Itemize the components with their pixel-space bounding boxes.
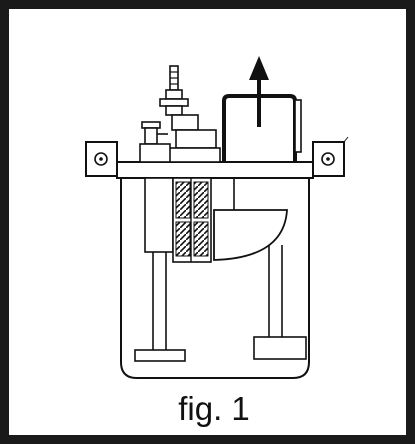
- left-tube-foot: [134, 349, 186, 362]
- hose-barb-fitting: [159, 65, 221, 163]
- filter-cartridge: [172, 177, 212, 263]
- container-body: [120, 178, 310, 379]
- right-rod-foot: [253, 336, 307, 360]
- left-mounting-hole-icon: [94, 152, 108, 166]
- left-tube: [134, 177, 186, 362]
- right-rod: [253, 245, 307, 360]
- float-half-disc: [213, 178, 288, 261]
- right-mounting-hole-icon: [321, 152, 335, 166]
- left-mounting-bracket: [85, 141, 118, 177]
- right-mounting-bracket: [312, 136, 349, 177]
- lid-plate: [116, 161, 314, 179]
- small-valve: [139, 121, 171, 163]
- figure-caption: fig. 1: [178, 390, 250, 427]
- flow-arrow-icon: [249, 56, 269, 127]
